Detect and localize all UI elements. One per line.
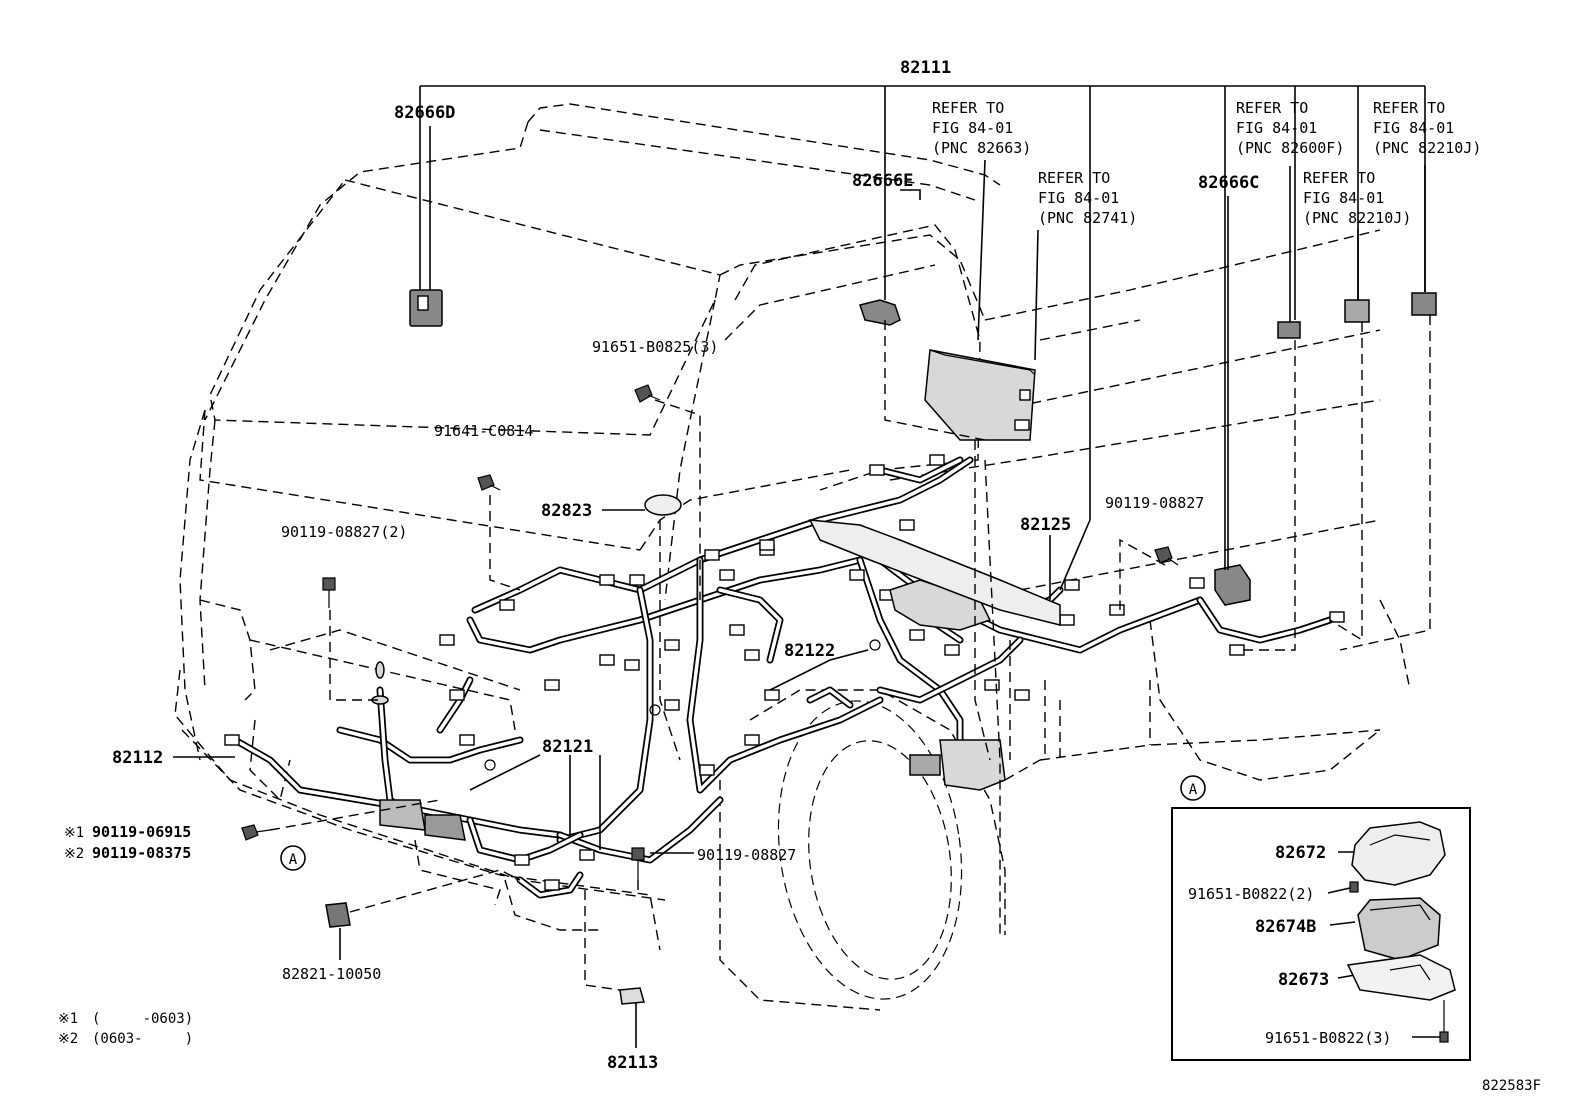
leader-lines — [173, 85, 1442, 1048]
label-90119-08827-bottom: 90119-08827 — [697, 846, 796, 864]
label-82111: 82111 — [900, 58, 951, 78]
label-82666D: 82666D — [394, 103, 455, 123]
diagram-id: 822583F — [1482, 1078, 1541, 1094]
truck-cab-outline — [174, 103, 1411, 1011]
svg-text:FIG 84-01: FIG 84-01 — [1303, 189, 1384, 207]
svg-text:FIG 84-01: FIG 84-01 — [1373, 119, 1454, 137]
svg-text:REFER TO: REFER TO — [932, 99, 1004, 117]
label-90119-06915: 90119-06915 — [92, 823, 191, 841]
inset-a-marker: A — [1189, 782, 1198, 798]
svg-text:(PNC 82210J): (PNC 82210J) — [1373, 139, 1481, 157]
mark-1: ※1 — [64, 825, 84, 841]
ref-82210J-left: REFER TO FIG 84-01 (PNC 82210J) — [1303, 169, 1411, 227]
label-82673: 82673 — [1278, 970, 1329, 990]
ecu-module — [924, 349, 1036, 441]
harness-connectors — [224, 454, 1345, 891]
fuse-box-82674B — [1357, 897, 1441, 961]
label-82674B: 82674B — [1255, 917, 1316, 937]
ref-82741: REFER TO FIG 84-01 (PNC 82741) — [1038, 169, 1137, 227]
svg-text:REFER TO: REFER TO — [1303, 169, 1375, 187]
inset-panel-a: A — [1171, 775, 1471, 1061]
circle-a-marker: A — [280, 845, 306, 871]
label-91651-B0825: 91651-B0825(3) — [592, 338, 718, 356]
small-parts — [241, 289, 1437, 1005]
footnote-2-mark: ※2 — [58, 1031, 78, 1047]
label-91641-C0814: 91641-C0814 — [434, 422, 533, 440]
label-82823: 82823 — [541, 501, 592, 521]
ref-82210J-right: REFER TO FIG 84-01 (PNC 82210J) — [1373, 99, 1481, 157]
label-82121: 82121 — [542, 737, 593, 757]
reference-notes: REFER TO FIG 84-01 (PNC 82663) REFER TO … — [932, 99, 1481, 227]
svg-text:REFER TO: REFER TO — [1373, 99, 1445, 117]
svg-text:(PNC 82210J): (PNC 82210J) — [1303, 209, 1411, 227]
label-90119-08827-2: 90119-08827(2) — [281, 523, 407, 541]
label-82821-10050: 82821-10050 — [282, 965, 381, 983]
footnote-2-text: (0603- ) — [92, 1031, 193, 1047]
relay-blocks — [379, 519, 1061, 841]
label-82672: 82672 — [1275, 843, 1326, 863]
fuse-box-cover-82672 — [1351, 821, 1446, 886]
ref-82663: REFER TO FIG 84-01 (PNC 82663) — [932, 99, 1031, 157]
bracket-82673 — [1346, 954, 1456, 1001]
svg-text:FIG 84-01: FIG 84-01 — [1038, 189, 1119, 207]
footnote-1-text: ( -0603) — [92, 1011, 193, 1027]
label-82666E: 82666E — [852, 171, 913, 191]
footnotes: ※1 ( -0603) ※2 (0603- ) — [58, 1011, 193, 1047]
location-dashes — [269, 315, 1431, 991]
svg-text:REFER TO: REFER TO — [1038, 169, 1110, 187]
label-82125: 82125 — [1020, 515, 1071, 535]
footnote-1-mark: ※1 — [58, 1011, 78, 1027]
svg-text:(PNC 82600F): (PNC 82600F) — [1236, 139, 1344, 157]
ref-82600F: REFER TO FIG 84-01 (PNC 82600F) — [1236, 99, 1344, 157]
label-82666C: 82666C — [1198, 173, 1259, 193]
svg-text:REFER TO: REFER TO — [1236, 99, 1308, 117]
label-82122: 82122 — [784, 641, 835, 661]
svg-text:(PNC 82663): (PNC 82663) — [932, 139, 1031, 157]
label-91651-B0822-3: 91651-B0822(3) — [1265, 1029, 1391, 1047]
label-90119-08827-right: 90119-08827 — [1105, 494, 1204, 512]
label-82112: 82112 — [112, 748, 163, 768]
label-82113: 82113 — [607, 1053, 658, 1073]
label-90119-08375: 90119-08375 — [92, 844, 191, 862]
svg-text:FIG 84-01: FIG 84-01 — [1236, 119, 1317, 137]
label-91651-B0822-2: 91651-B0822(2) — [1188, 885, 1314, 903]
part-labels: 82111 82666D 82666E 82666C 91651-B0825(3… — [64, 58, 1391, 1073]
mark-2: ※2 — [64, 846, 84, 862]
svg-text:FIG 84-01: FIG 84-01 — [932, 119, 1013, 137]
svg-text:(PNC 82741): (PNC 82741) — [1038, 209, 1137, 227]
svg-text:A: A — [289, 852, 298, 868]
